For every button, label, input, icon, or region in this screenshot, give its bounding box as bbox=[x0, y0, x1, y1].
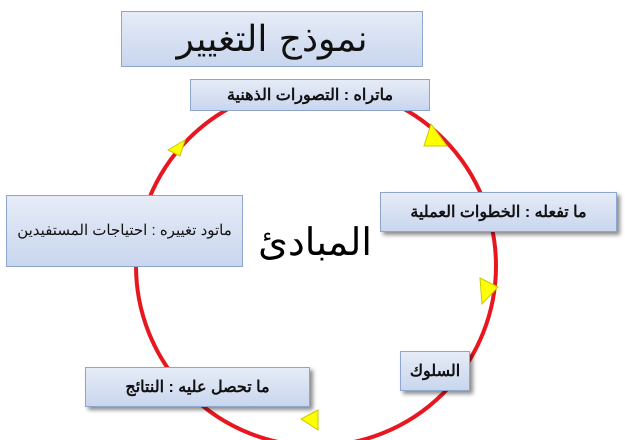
diagram-title: نموذج التغيير bbox=[121, 11, 423, 67]
arrow-top-right-icon bbox=[423, 122, 448, 147]
arrow-top-left-icon bbox=[166, 138, 186, 157]
node-beneficiary-needs: ماتود تغييره : احتياجات المستفيدين bbox=[6, 195, 243, 267]
node-behavior: السلوك bbox=[400, 351, 470, 391]
node-mental-images: ماتراه : التصورات الذهنية bbox=[190, 79, 430, 111]
node-practical-steps: ما تفعله : الخطوات العملية bbox=[380, 192, 617, 232]
arrow-bottom-icon bbox=[300, 409, 319, 431]
center-principles-label: المبادئ bbox=[258, 220, 372, 264]
node-results: ما تحصل عليه : النتائج bbox=[85, 367, 310, 407]
arrow-right-icon bbox=[479, 277, 499, 306]
